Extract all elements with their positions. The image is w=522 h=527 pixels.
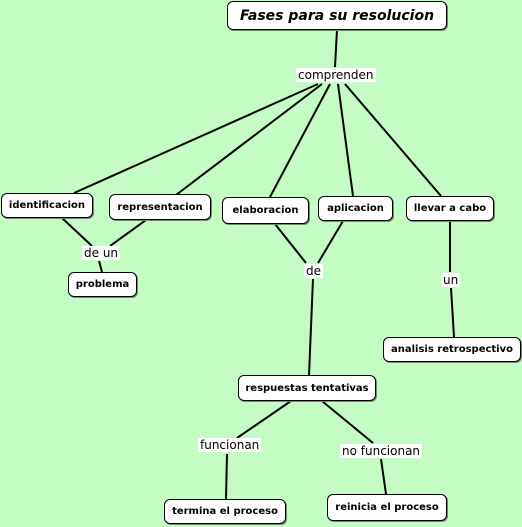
connector-comprenden-llevar-a-cabo [344,83,442,197]
connector-comprenden-elaboracion [269,83,331,198]
node-termina-el-proceso[interactable]: termina el proceso [164,499,286,524]
link-funcionan: funcionan [198,438,262,452]
connector-no-funcionan-reinicia [380,458,387,495]
connector-un-analisis [450,287,455,338]
connector-representacion-de-un [109,219,147,247]
link-comprenden: comprenden [296,68,376,82]
connector-de-respuestas [308,278,314,376]
node-elaboracion[interactable]: elaboracion [222,197,309,224]
connector-respuestas-funcionan [236,400,292,439]
title-node[interactable]: Fases para su resolucion [227,1,447,30]
link-de: de [304,264,323,278]
link-no-funcionan: no funcionan [340,444,423,458]
connector-respuestas-no-funcionan [321,400,374,444]
connector-funcionan-termina [225,453,228,500]
connector-comprenden-aplicacion [337,83,354,197]
node-analisis-retrospectivo[interactable]: analisis retrospectivo [383,337,521,362]
connector-comprenden-identificacion [73,83,319,194]
node-respuestas-tentativas[interactable]: respuestas tentativas [238,375,376,401]
node-aplicacion[interactable]: aplicacion [318,196,393,221]
link-un: un [441,273,461,287]
node-llevar-a-cabo[interactable]: llevar a cabo [406,196,494,221]
connector-elaboracion-de [274,223,307,264]
connector-identificacion-de-un [61,217,93,247]
node-representacion[interactable]: representacion [109,194,211,220]
node-reinicia-el-proceso[interactable]: reinicia el proceso [327,494,447,521]
connector-title-comprenden [334,29,338,68]
link-de-un: de un [82,246,121,260]
node-problema[interactable]: problema [68,272,137,297]
connector-de-un-problema [98,260,103,273]
connector-comprenden-representacion [175,83,323,196]
connector-aplicacion-de [317,220,344,264]
node-identificacion[interactable]: identificacion [1,193,93,218]
